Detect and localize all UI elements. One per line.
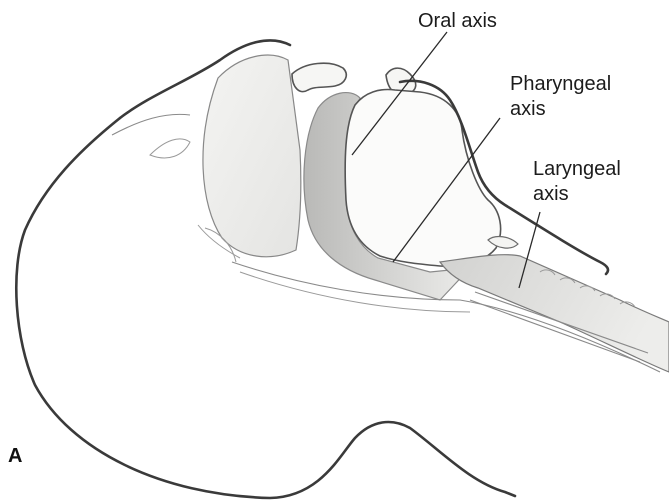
sinus-contour [150,139,190,158]
tongue [345,90,500,267]
skull-base-contour [112,114,190,135]
trachea [440,255,669,372]
oral-axis-label: Oral axis [418,10,497,32]
upper-incisor [292,63,346,91]
laryngeal-axis-label-line2: axis [533,183,569,205]
nasal-tissue [203,55,301,257]
pharyngeal-axis-label-line2: axis [510,98,546,120]
panel-label: A [8,445,22,467]
laryngeal-axis-label-line1: Laryngeal [533,158,621,180]
pharyngeal-axis-label-line1: Pharyngeal [510,73,611,95]
